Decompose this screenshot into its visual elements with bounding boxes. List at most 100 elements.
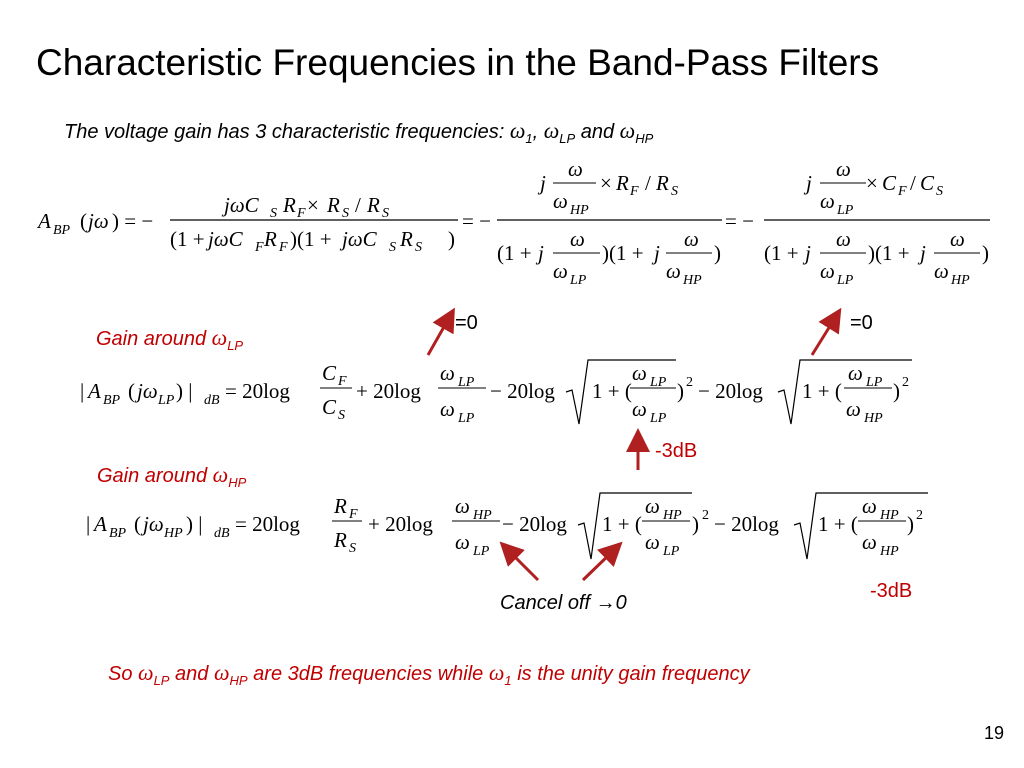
svg-text:jωC: jωC [221,193,260,217]
svg-text:1 + (: 1 + ( [602,512,642,536]
svg-text:ω: ω [645,494,660,518]
intro-text: The voltage gain has 3 characteristic fr… [64,121,505,143]
gain-lp-equation: | A BP ( jω LP ) | dB = 20log C F C S + … [80,359,912,426]
svg-text:HP: HP [863,411,883,426]
svg-text:j: j [802,241,811,265]
svg-text:jωC: jωC [205,227,244,251]
svg-text:): ) [448,227,455,251]
svg-text:dB: dB [204,393,220,408]
svg-text:jω: jω [85,209,109,233]
svg-text:|: | [86,512,90,536]
svg-text:ω: ω [455,494,470,518]
arrow-to-eq0-left [426,307,455,356]
svg-text:jωC: jωC [339,227,378,251]
and-word: and [580,121,615,143]
svg-text:R: R [366,193,380,217]
svg-text:LP: LP [649,411,667,426]
omega-symbol: ω [212,462,229,487]
svg-text:S: S [671,184,678,199]
svg-text:): ) [714,241,721,265]
svg-text:F: F [278,240,288,255]
svg-text:|: | [80,379,84,403]
svg-text:(1 +: (1 + [497,241,532,265]
page-title: Characteristic Frequencies in the Band-P… [36,42,880,83]
sub-lp: LP [559,131,576,146]
svg-text:ω: ω [950,227,965,251]
omega-symbol: ω [509,118,526,143]
svg-text:) = −: ) = − [112,209,153,233]
svg-text:R: R [399,227,413,251]
svg-text:ω: ω [820,259,835,283]
svg-text:HP: HP [569,203,589,218]
gain-around-lp-label: Gain around ωLP [96,325,244,353]
svg-text:S: S [382,206,389,221]
svg-text:ω: ω [570,227,585,251]
svg-text:ω: ω [568,157,583,181]
svg-text:− 20log: − 20log [698,379,763,403]
svg-text:HP: HP [472,508,492,523]
svg-text:×: × [600,171,612,195]
svg-text:ω: ω [553,259,568,283]
svg-text:ω: ω [632,361,647,385]
svg-text:(1 +: (1 + [764,241,799,265]
svg-text:/: / [645,171,651,195]
svg-text:LP: LP [836,203,854,218]
svg-text:F: F [348,507,358,522]
arrow-cancel-left [499,541,540,582]
svg-text:2: 2 [902,375,909,390]
omega-symbol: ω [138,660,154,685]
svg-text:R: R [263,227,277,251]
intro-line: The voltage gain has 3 characteristic fr… [64,118,653,146]
svg-text:ω: ω [820,189,835,213]
eq0-right-label: =0 [850,312,873,334]
svg-text:(: ( [80,209,87,233]
svg-text:1 + (: 1 + ( [818,512,858,536]
svg-text:ω: ω [553,189,568,213]
svg-text:1 + (: 1 + ( [802,379,842,403]
svg-text:LP: LP [457,375,475,390]
svg-text:ω: ω [440,397,455,421]
svg-text:S: S [338,408,345,423]
svg-text:S: S [936,184,943,199]
arrow-to-eq0-right [810,307,842,356]
svg-text:HP: HP [879,508,899,523]
svg-text:A: A [86,379,101,403]
sub-1: 1 [525,131,533,146]
svg-text:j: j [917,241,926,265]
arrow-cancel-right [581,541,623,582]
svg-text:): ) [677,379,684,403]
separator: , [532,121,539,143]
svg-text:j: j [803,171,812,195]
svg-text:C: C [322,395,337,419]
svg-text:HP: HP [682,273,702,288]
svg-text:R: R [333,528,347,552]
svg-text:− 20log: − 20log [502,512,567,536]
svg-text:LP: LP [472,544,490,559]
svg-text:− 20log: − 20log [490,379,555,403]
svg-text:)(1 +: )(1 + [290,227,332,251]
svg-text:) |: ) | [186,512,202,536]
svg-text:R: R [282,193,296,217]
svg-text:ω: ω [862,494,877,518]
svg-text:2: 2 [686,375,693,390]
svg-text:ω: ω [645,530,660,554]
svg-text:= 20log: = 20log [225,379,290,403]
svg-text:(1 +: (1 + [170,227,205,251]
svg-text:×: × [866,171,878,195]
svg-text:2: 2 [916,508,923,523]
svg-text:): ) [893,379,900,403]
svg-text:dB: dB [214,526,230,541]
svg-text:F: F [254,240,264,255]
cancel-off-label: Cancel off →0 [500,592,627,614]
svg-text:BP: BP [103,393,121,408]
svg-text:BP: BP [53,223,71,238]
svg-text:+ 20log: + 20log [368,512,433,536]
svg-text:HP: HP [163,526,183,541]
svg-text:R: R [333,494,347,518]
svg-text:S: S [389,240,396,255]
svg-text:R: R [326,193,340,217]
svg-text:ω: ω [848,361,863,385]
minus-3db-hp-label: -3dB [870,580,913,602]
svg-text:LP: LP [649,375,667,390]
svg-text:BP: BP [109,526,127,541]
